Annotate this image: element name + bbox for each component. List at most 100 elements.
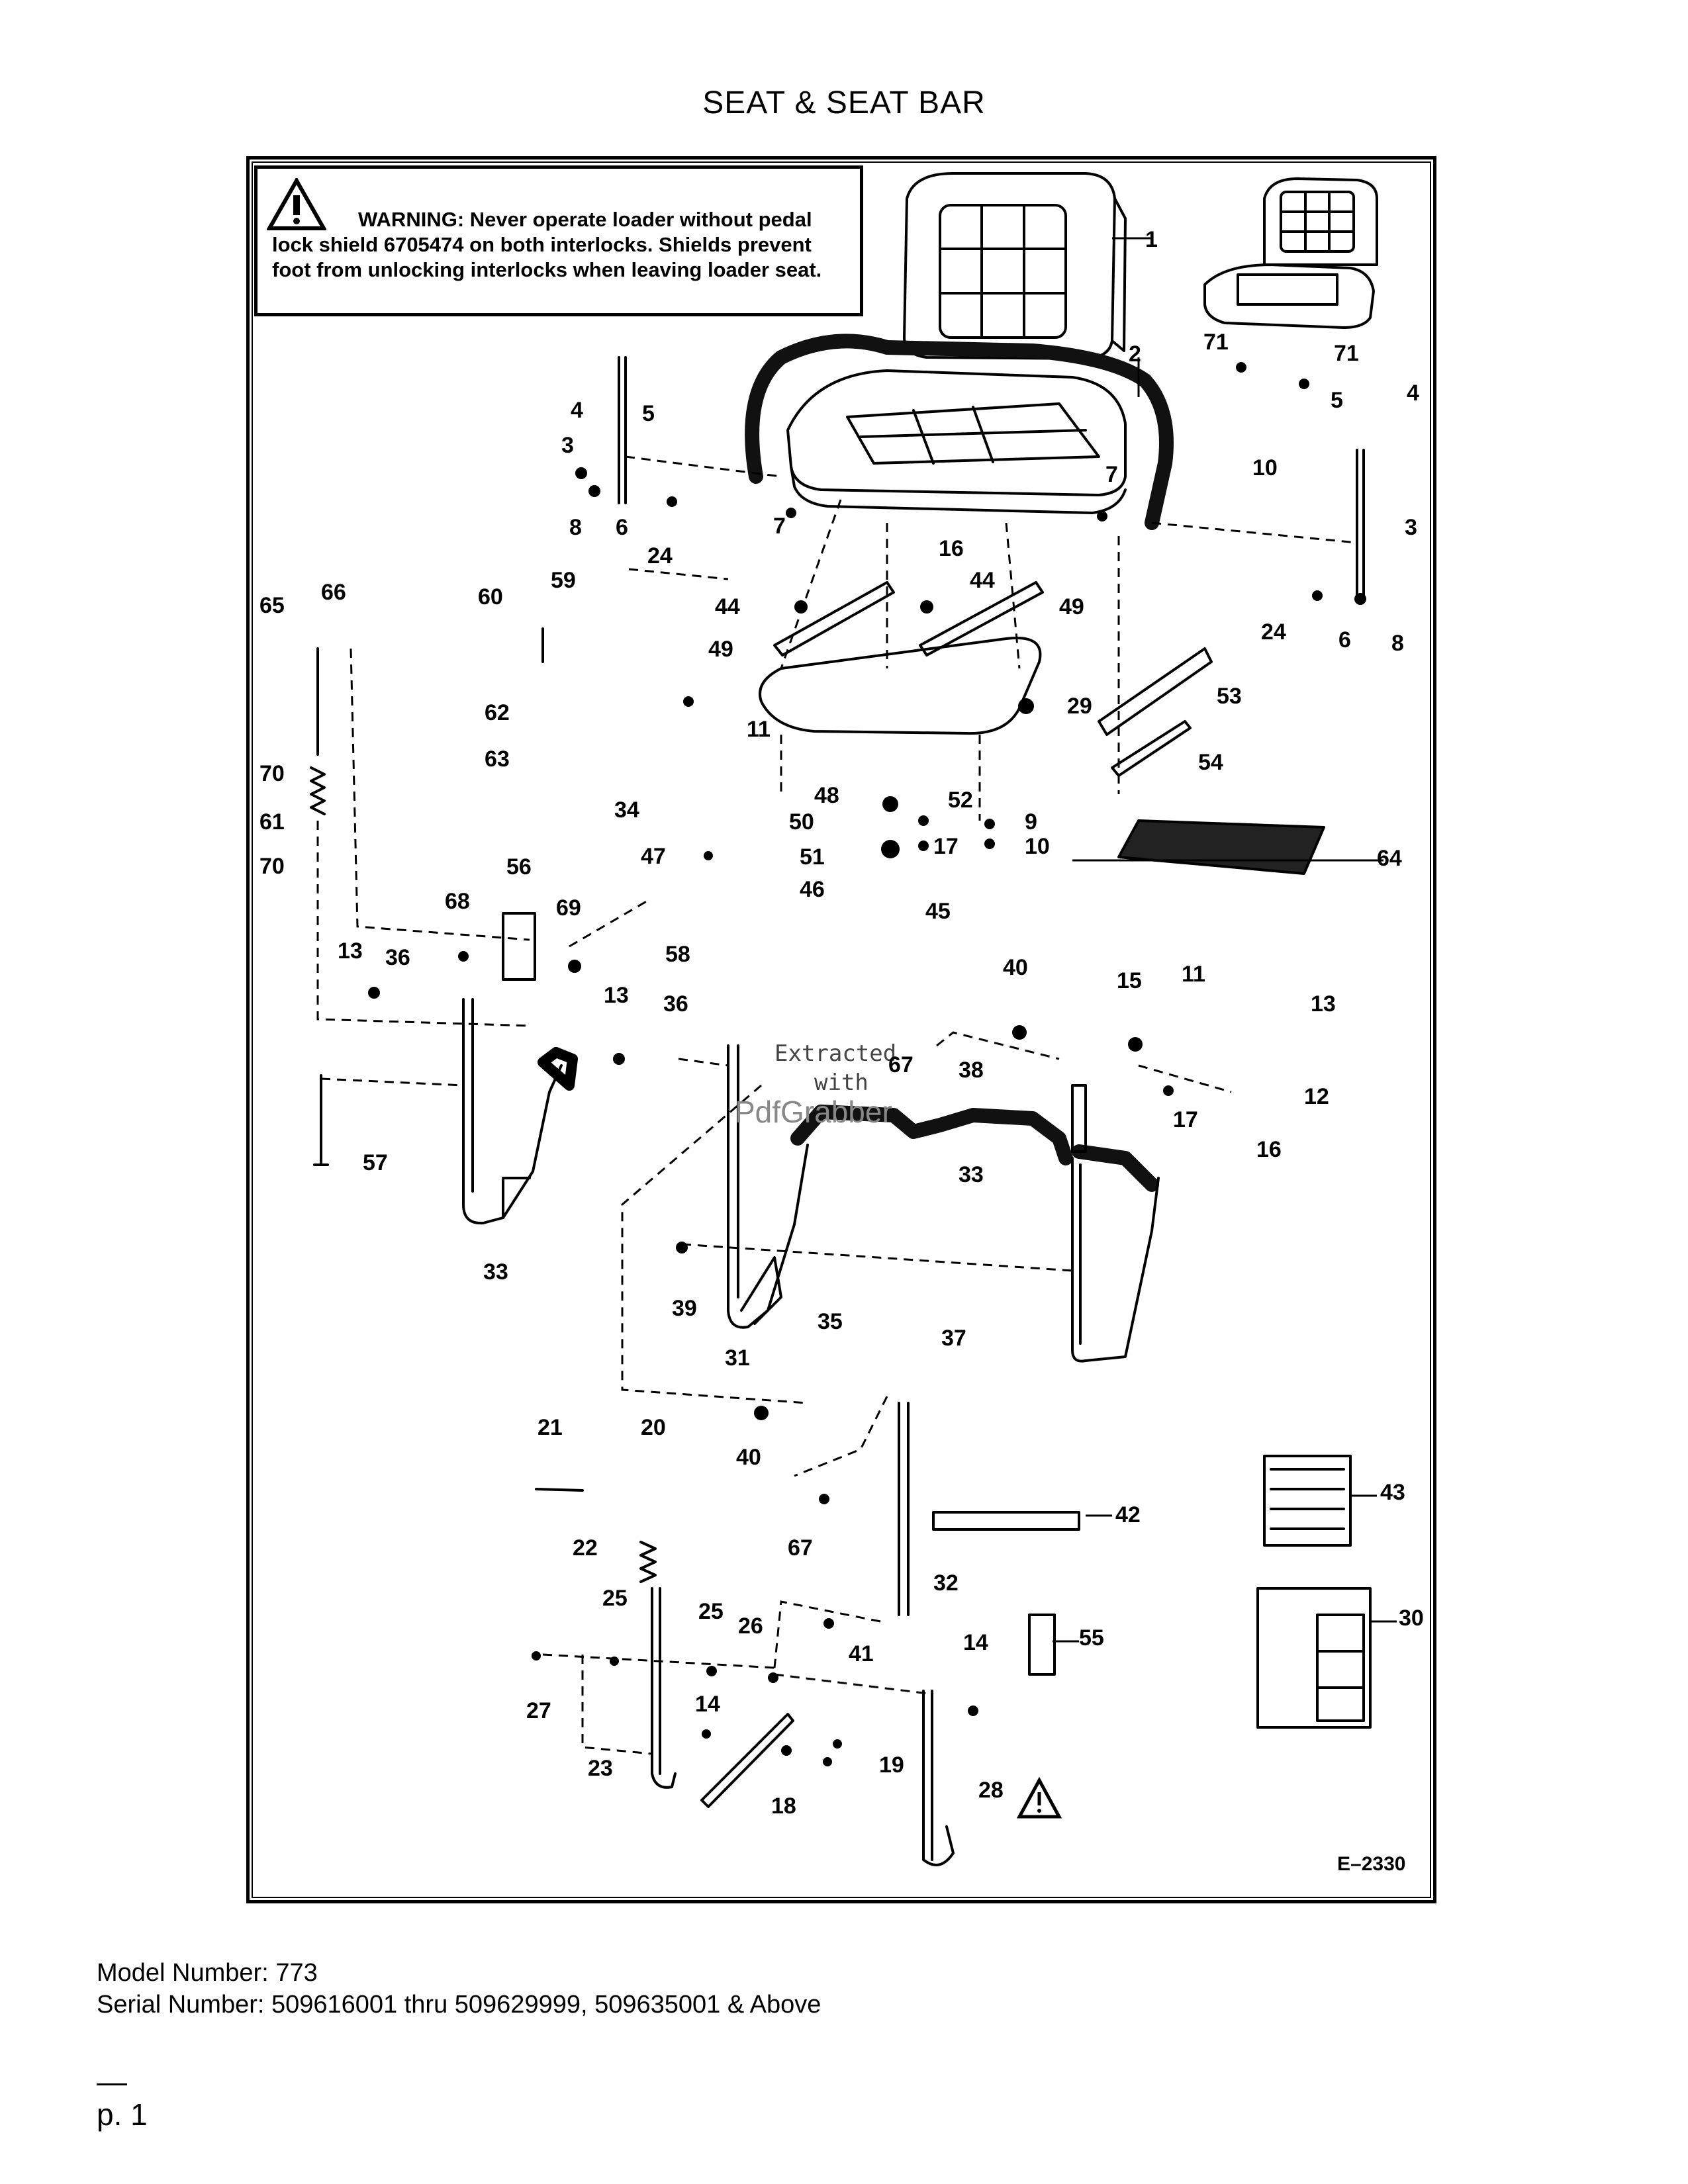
callout-label: 16 — [1256, 1137, 1282, 1162]
warning-box: WARNING: Never operate loader without pe… — [254, 165, 863, 316]
callout-label: 51 — [800, 844, 825, 870]
callout-label: 17 — [933, 834, 959, 859]
callout-label: 13 — [604, 983, 629, 1008]
callout-label: 49 — [708, 637, 733, 662]
callout-label: 60 — [478, 584, 503, 610]
callout-label: 61 — [259, 809, 285, 835]
callout-label: 33 — [483, 1259, 508, 1285]
callout-label: 23 — [588, 1756, 613, 1781]
footer-rule — [97, 2083, 127, 2085]
callout-label: 12 — [1304, 1084, 1329, 1109]
callout-label: 3 — [1405, 515, 1417, 540]
callout-label: 45 — [925, 899, 951, 924]
callout-label: 44 — [715, 594, 740, 619]
callout-label: 44 — [970, 568, 995, 593]
warning-label: WARNING: — [358, 208, 465, 231]
callout-label: 8 — [1391, 631, 1404, 656]
page-title: SEAT & SEAT BAR — [702, 85, 986, 120]
diagram-code: E–2330 — [1337, 1853, 1406, 1875]
callout-label: 67 — [788, 1535, 813, 1561]
callout-label: 16 — [939, 536, 964, 561]
callout-label: 4 — [571, 398, 583, 423]
callout-label: 56 — [506, 854, 532, 880]
callout-label: 22 — [573, 1535, 598, 1561]
serial-number: Serial Number: 509616001 thru 509629999,… — [97, 1991, 821, 2019]
warning-text: WARNING: Never operate loader without pe… — [272, 207, 855, 283]
callout-label: 32 — [933, 1570, 959, 1596]
callout-label: 40 — [1003, 955, 1028, 980]
callout-label: 64 — [1377, 846, 1402, 871]
callout-label: 8 — [569, 515, 582, 540]
callout-label: 27 — [526, 1698, 551, 1723]
callout-label: 7 — [773, 514, 786, 539]
small-seat-drawing — [1203, 177, 1378, 329]
callout-label: 13 — [338, 938, 363, 964]
callout-label: 36 — [385, 945, 410, 970]
callout-label: 53 — [1217, 684, 1242, 709]
callout-label: 11 — [747, 717, 771, 742]
callout-label: 20 — [641, 1415, 666, 1440]
callout-label: 52 — [948, 788, 973, 813]
callout-label: 66 — [321, 580, 346, 605]
watermark-brand: PdfGrabber — [735, 1095, 892, 1129]
callout-label: 25 — [602, 1586, 628, 1611]
callout-label: 29 — [1067, 694, 1092, 719]
diagram-frame — [246, 156, 1436, 1903]
callout-label: 21 — [538, 1415, 563, 1440]
warning-body: Never operate loader without pedal lock … — [272, 208, 822, 281]
callout-label: 9 — [1025, 809, 1037, 835]
callout-label: 28 — [978, 1778, 1004, 1803]
callout-label: 62 — [485, 700, 510, 725]
callout-label: 68 — [445, 889, 470, 914]
seat-back-drawing — [903, 172, 1127, 360]
callout-label: 34 — [614, 797, 639, 823]
callout-label: 67 — [888, 1052, 914, 1077]
callout-label: 31 — [725, 1345, 750, 1371]
callout-label: 40 — [736, 1445, 761, 1470]
callout-label: 70 — [259, 854, 285, 879]
callout-label: 2 — [1129, 341, 1141, 367]
callout-label: 70 — [259, 761, 285, 786]
callout-label: 19 — [879, 1752, 904, 1778]
callout-label: 71 — [1203, 330, 1229, 355]
callout-label: 14 — [695, 1692, 720, 1717]
callout-label: 17 — [1173, 1107, 1198, 1132]
callout-label: 65 — [259, 593, 285, 618]
callout-label: 54 — [1198, 750, 1223, 775]
callout-label: 6 — [616, 515, 628, 540]
callout-label: 5 — [1331, 388, 1343, 413]
callout-label: 37 — [941, 1326, 966, 1351]
callout-label: 43 — [1380, 1480, 1405, 1505]
callout-label: 36 — [663, 991, 688, 1017]
callout-label: 26 — [738, 1614, 763, 1639]
callout-label: 35 — [818, 1309, 843, 1334]
callout-label: 58 — [665, 942, 690, 967]
callout-label: 59 — [551, 568, 576, 593]
callout-label: 4 — [1407, 381, 1419, 406]
watermark-line-1: Extracted — [774, 1040, 897, 1067]
callout-label: 41 — [849, 1641, 874, 1666]
callout-label: 47 — [641, 844, 666, 869]
callout-label: 25 — [698, 1599, 724, 1624]
seat-bottom-drawing — [786, 369, 1127, 514]
callout-label: 13 — [1311, 991, 1336, 1017]
callout-label: 42 — [1115, 1502, 1141, 1527]
callout-label: 49 — [1059, 594, 1084, 619]
callout-label: 71 — [1334, 341, 1359, 366]
callout-label: 14 — [963, 1630, 988, 1655]
callout-label: 63 — [485, 747, 510, 772]
callout-label: 39 — [672, 1296, 697, 1321]
callout-label: 30 — [1399, 1606, 1424, 1631]
callout-label: 11 — [1182, 962, 1205, 987]
callout-label: 6 — [1338, 627, 1351, 653]
callout-label: 3 — [561, 433, 574, 458]
callout-label: 15 — [1117, 968, 1142, 993]
callout-label: 33 — [959, 1162, 984, 1187]
callout-label: 46 — [800, 877, 825, 902]
callout-label: 69 — [556, 895, 581, 921]
callout-label: 55 — [1079, 1625, 1104, 1651]
page-number: p. 1 — [97, 2097, 148, 2132]
callout-label: 24 — [647, 543, 673, 569]
watermark-line-2: with — [814, 1069, 868, 1096]
